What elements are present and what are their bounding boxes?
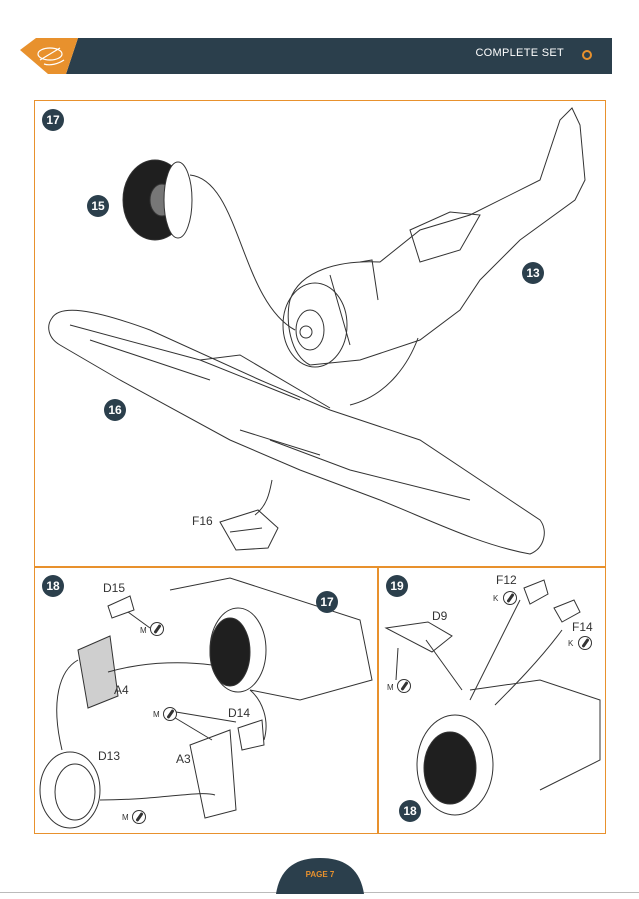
part-13-badge: 13 xyxy=(522,262,544,284)
marker-m2-label: M xyxy=(153,710,160,719)
marker-m1-label: M xyxy=(387,683,394,692)
part-d15-drawing xyxy=(107,595,135,619)
glue-marker-icon xyxy=(503,591,517,605)
part-f14-label: F14 xyxy=(572,620,593,634)
marker-m3-label: M xyxy=(122,813,129,822)
cowling-drawing xyxy=(282,282,348,368)
part-f14-drawing xyxy=(553,599,581,623)
brand-logo-icon xyxy=(37,47,65,66)
part-f12-label: F12 xyxy=(496,573,517,587)
engine-drawing xyxy=(209,617,251,687)
part-f16-drawing xyxy=(219,509,279,551)
step-19-badge: 19 xyxy=(386,575,408,597)
glue-marker-icon xyxy=(150,622,164,636)
part-f12-drawing xyxy=(523,579,549,605)
header-bar-shape xyxy=(20,38,612,74)
part-d13-drawing xyxy=(39,751,101,829)
part-d9-label: D9 xyxy=(432,609,448,623)
page-header: COMPLETE SET xyxy=(20,36,612,74)
part-d14-label: D14 xyxy=(228,706,251,720)
page-tab-shape xyxy=(276,858,364,894)
marker-k1-label: K xyxy=(493,594,499,603)
step-18-badge: 18 xyxy=(42,575,64,597)
ref-18-badge: 18 xyxy=(399,800,421,822)
marker-k2-label: K xyxy=(568,639,574,648)
engine-part-15-drawing xyxy=(122,159,193,241)
part-a3-label: A3 xyxy=(176,752,191,766)
step-19-panel xyxy=(378,567,606,834)
part-d14-drawing xyxy=(237,719,265,751)
glue-marker-icon xyxy=(132,810,146,824)
marker-m1-label: M xyxy=(140,626,147,635)
step-17-panel xyxy=(34,100,606,567)
glue-marker-icon xyxy=(578,636,592,650)
page-number: PAGE 7 xyxy=(305,870,335,879)
wing-drawing xyxy=(48,309,545,555)
header-title: COMPLETE SET xyxy=(475,47,564,59)
part-f16-label: F16 xyxy=(192,514,213,528)
glue-marker-icon xyxy=(163,707,177,721)
header-dot-icon xyxy=(582,50,592,60)
step-18-panel xyxy=(34,567,378,834)
step-17-badge: 17 xyxy=(42,109,64,131)
part-a4-label: A4 xyxy=(114,683,129,697)
part-15-badge: 15 xyxy=(87,195,109,217)
page-number-tab: PAGE 7 xyxy=(276,858,364,894)
part-16-badge: 16 xyxy=(104,399,126,421)
glue-marker-icon xyxy=(397,679,411,693)
part-d9-drawing xyxy=(384,621,453,653)
part-d13-label: D13 xyxy=(98,749,121,763)
part-a4-drawing xyxy=(77,635,119,709)
fuselage-drawing xyxy=(287,107,586,366)
ref-17-badge: 17 xyxy=(316,591,338,613)
part-d15-label: D15 xyxy=(103,581,126,595)
engine-cowl-drawing xyxy=(416,714,494,816)
